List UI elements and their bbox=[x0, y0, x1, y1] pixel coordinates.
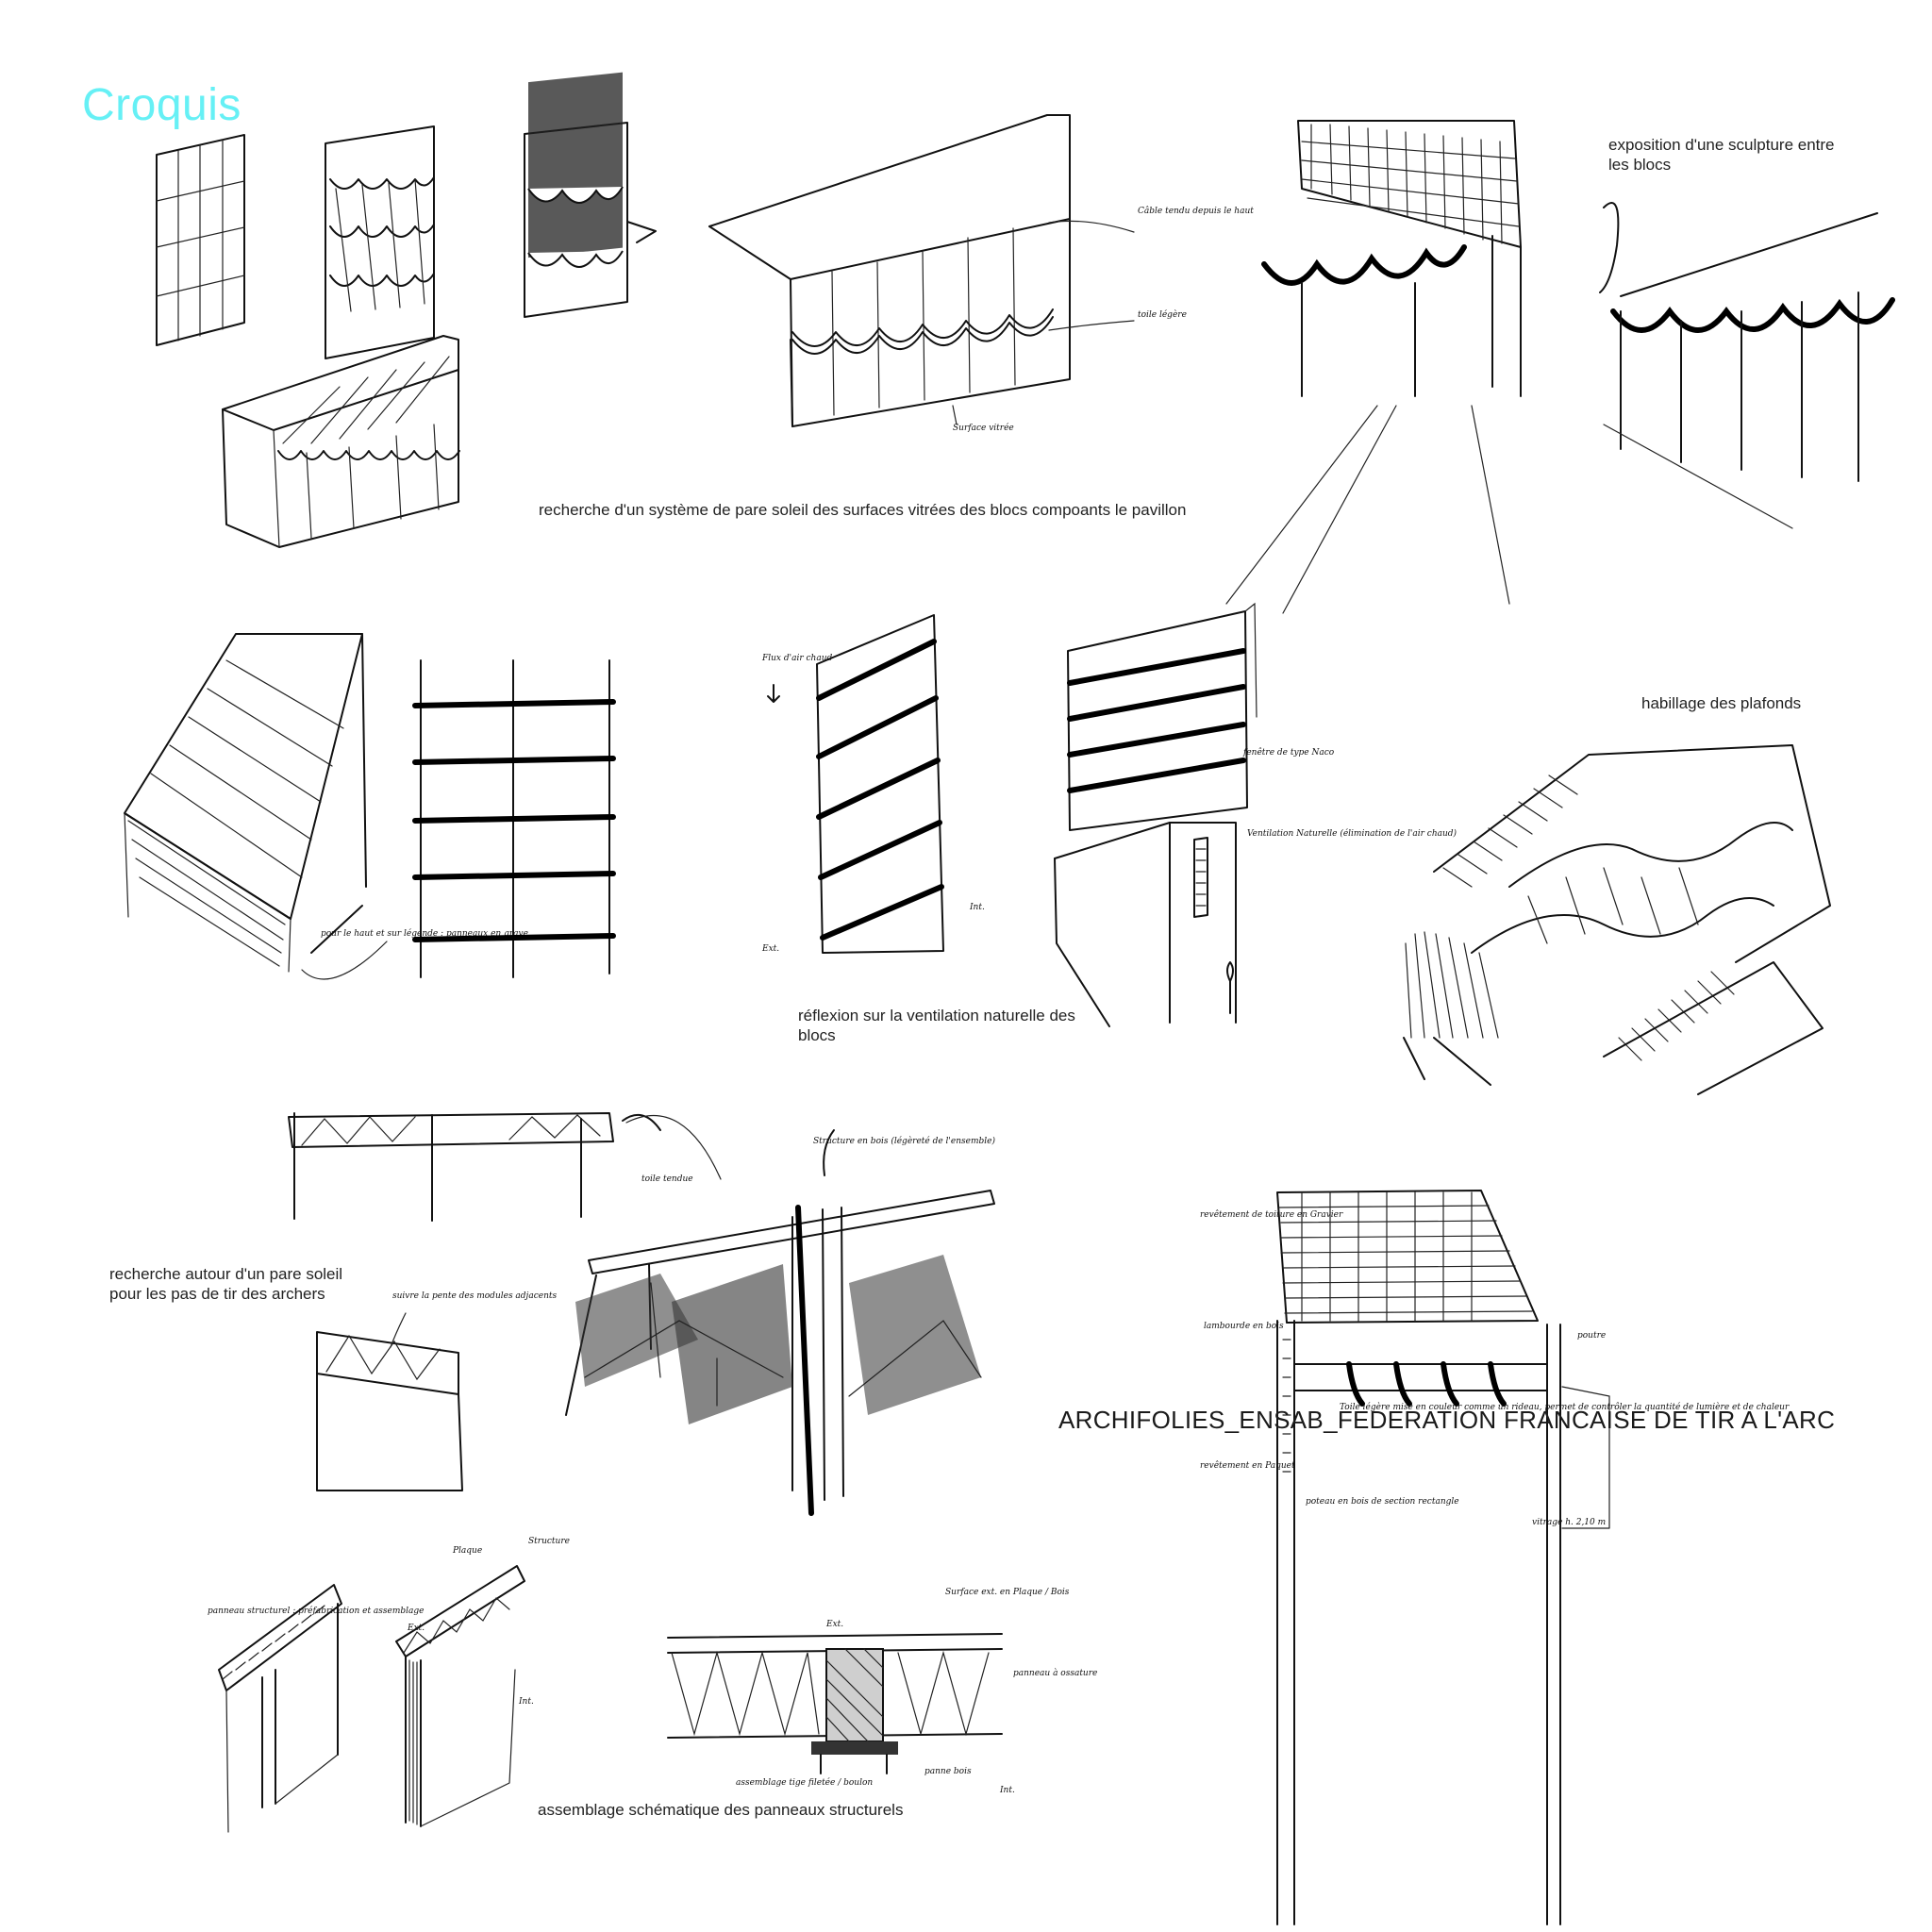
ventilation-room-sketch: Ventilation Naturelle (élimination de l'… bbox=[1054, 822, 1457, 1027]
annotation-assemblage-tige: assemblage tige filetée / boulon bbox=[736, 1777, 873, 1788]
block-curtain-sketch: Câble tendu depuis le haut toile légère … bbox=[708, 114, 1254, 433]
annotation-vitrage: vitrage h. 2,10 m bbox=[1532, 1518, 1606, 1527]
annotation-ext-panel: Ext. bbox=[407, 1624, 425, 1633]
annotation-ext-assembly: Ext. bbox=[825, 1620, 843, 1629]
annotation-toile: toile légère bbox=[1138, 309, 1187, 320]
page-title: Croquis bbox=[82, 80, 242, 130]
annotation-surface-ext: Surface ext. en Plaque / Bois bbox=[945, 1588, 1070, 1597]
annotation-panneau-ossature: panneau à ossature bbox=[1013, 1668, 1097, 1678]
annotation-lambourde: lambourde en bois bbox=[1204, 1322, 1284, 1331]
annotation-structure-bois: Structure en bois (légèreté de l'ensembl… bbox=[813, 1136, 995, 1146]
ceiling-cladding-sketch bbox=[1403, 744, 1831, 1095]
annotation-surface-vitree: Surface vitrée bbox=[953, 423, 1014, 433]
window-grid-sketch bbox=[156, 134, 245, 346]
louvre-window-sketch: fenêtre de type Naco bbox=[1067, 602, 1335, 831]
annotation-parquet: revêtement en Paquet bbox=[1200, 1460, 1295, 1471]
panel-assembly-sketch: Ext. Surface ext. en Plaque / Bois panne… bbox=[667, 1588, 1097, 1795]
caption-exposition: exposition d'une sculpture entre les blo… bbox=[1608, 136, 1835, 174]
structural-panel-1-sketch: panneau structurel : préfabrication et a… bbox=[208, 1584, 424, 1833]
caption-habillage: habillage des plafonds bbox=[1641, 694, 1802, 712]
annotation-int-panel: Int. bbox=[518, 1697, 534, 1707]
annotation-ext: Ext. bbox=[761, 944, 779, 954]
annotation-suivre-pente: suivre la pente des modules adjacents bbox=[392, 1291, 557, 1301]
annotation-revetement: revêtement de toiture en Gravier bbox=[1200, 1209, 1343, 1220]
caption-pas-de-tir: recherche autour d'un pare soleil pour l… bbox=[109, 1265, 343, 1303]
annotation-pour-le-haut: pour le haut et sur légende : panneaux e… bbox=[321, 928, 528, 939]
annotation-toile-tendue: toile tendue bbox=[641, 1174, 693, 1184]
slats-elevation-sketch bbox=[412, 659, 616, 978]
caption-pare-soleil-blocs: recherche d'un système de pare soleil de… bbox=[539, 501, 1187, 519]
caption-ventilation: réflexion sur la ventilation naturelle d… bbox=[798, 1007, 1075, 1044]
annotation-poutre: poutre bbox=[1577, 1331, 1606, 1341]
window-dark-drapes-sketch bbox=[524, 72, 657, 318]
annotation-panneau-structurel: panneau structurel : préfabrication et a… bbox=[208, 1606, 424, 1616]
window-drapes-sketch bbox=[325, 125, 435, 359]
caption-assemblage: assemblage schématique des panneaux stru… bbox=[538, 1801, 904, 1819]
slatted-block-sketch: pour le haut et sur légende : panneaux e… bbox=[124, 633, 528, 980]
annotation-toile-legere: Toile légère mise en couleur comme un ri… bbox=[1340, 1402, 1790, 1412]
footer-title: ARCHIFOLIES_ENSAB_FEDERATION FRANCAISE D… bbox=[1058, 1406, 1836, 1434]
striped-facade-sketch: Flux d'air chaud Ext. Int. bbox=[761, 614, 985, 954]
structural-panel-2-sketch: Plaque Structure Ext. Int. bbox=[395, 1537, 570, 1827]
block-drapes-sketch bbox=[222, 335, 460, 548]
annotation-plaque: Plaque bbox=[452, 1546, 482, 1556]
annotation-int-assembly: Int. bbox=[999, 1786, 1015, 1795]
sculpture-perspective-sketch bbox=[1225, 120, 1895, 614]
annotation-poteau: poteau en bois de section rectangle bbox=[1306, 1497, 1459, 1507]
section-drawing-sketch: revêtement de toiture en Gravier lambour… bbox=[1200, 1190, 1790, 1925]
archer-shade-sketch: toile tendue Structure en bois (légèreté… bbox=[565, 1129, 995, 1516]
small-truss-sketch: suivre la pente des modules adjacents bbox=[316, 1291, 557, 1491]
annotation-fenetre: fenêtre de type Naco bbox=[1242, 747, 1335, 758]
annotation-ventilation: Ventilation Naturelle (élimination de l'… bbox=[1247, 828, 1457, 839]
annotation-int: Int. bbox=[969, 903, 985, 912]
annotation-flux-air: Flux d'air chaud bbox=[761, 654, 832, 663]
annotation-structure: Structure bbox=[528, 1537, 570, 1546]
truss-frame-sketch bbox=[288, 1112, 722, 1222]
annotation-pane-bois: panne bois bbox=[924, 1767, 972, 1776]
annotation-cable: Câble tendu depuis le haut bbox=[1138, 206, 1254, 216]
